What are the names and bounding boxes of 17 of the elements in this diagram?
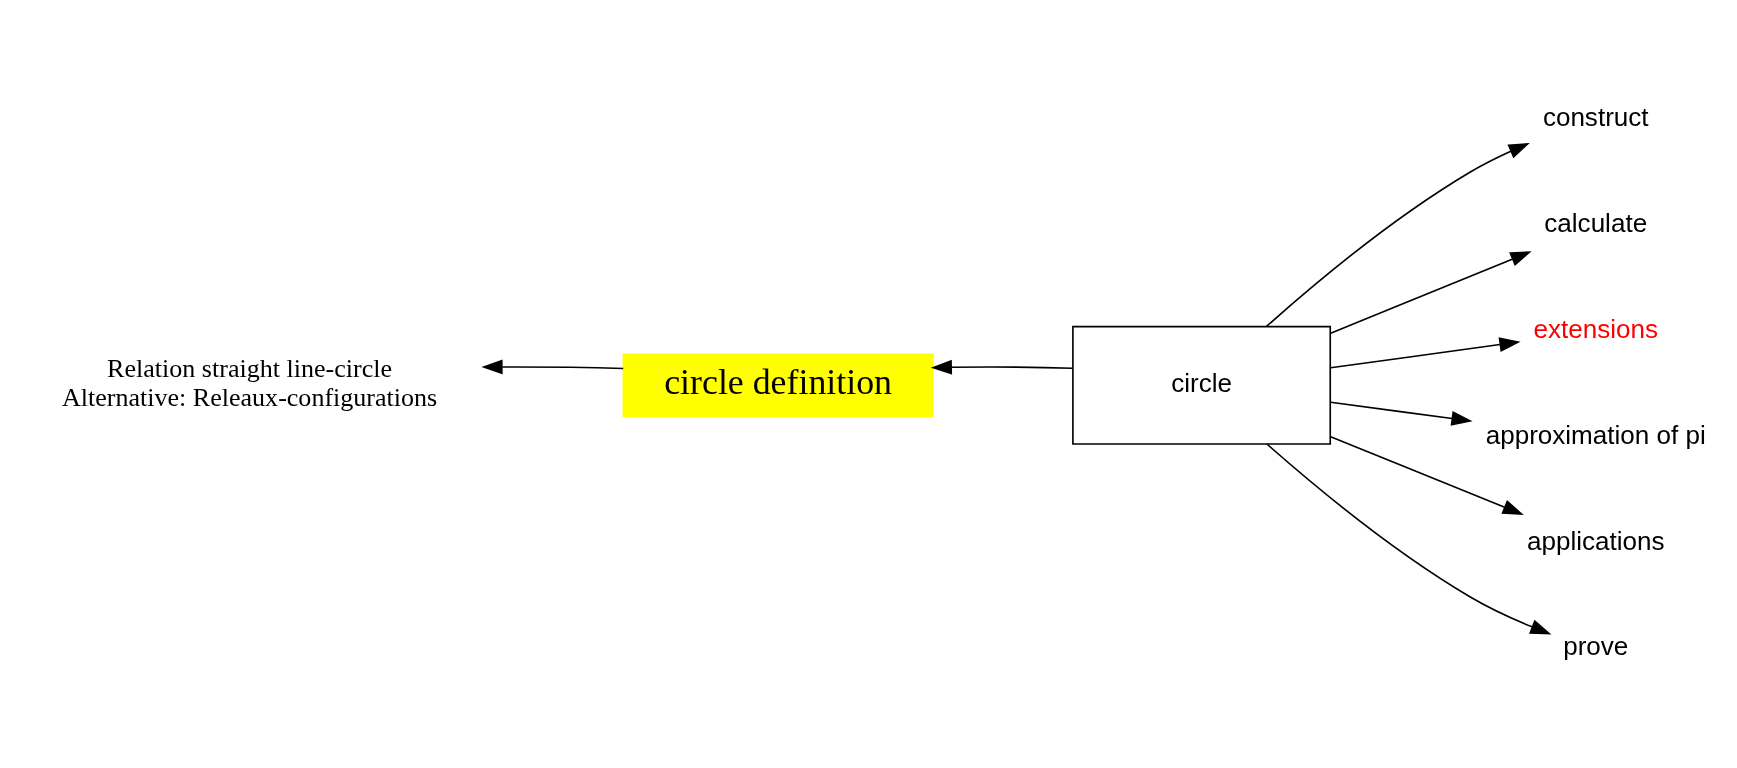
arrow — [1329, 435, 1524, 515]
arrow — [1329, 336, 1521, 369]
node-box: circle — [1072, 325, 1332, 445]
arrow — [1265, 142, 1530, 327]
arrow — [1329, 250, 1532, 334]
node-text: calculate — [1544, 207, 1648, 238]
arrow — [481, 359, 625, 374]
node-text: construct — [1542, 101, 1649, 132]
node-text: applications — [1526, 524, 1665, 555]
node-text: approximation of pi — [1485, 419, 1706, 450]
arrow — [1266, 442, 1552, 635]
node-text: Relation straight line-circle Alternative: Releaux-configurations — [61, 353, 438, 412]
node-text: extensions — [1533, 313, 1658, 344]
arrow — [930, 359, 1074, 375]
node-text: prove — [1563, 630, 1629, 661]
node-box: circle definition — [622, 353, 934, 417]
arrow — [1329, 401, 1473, 426]
